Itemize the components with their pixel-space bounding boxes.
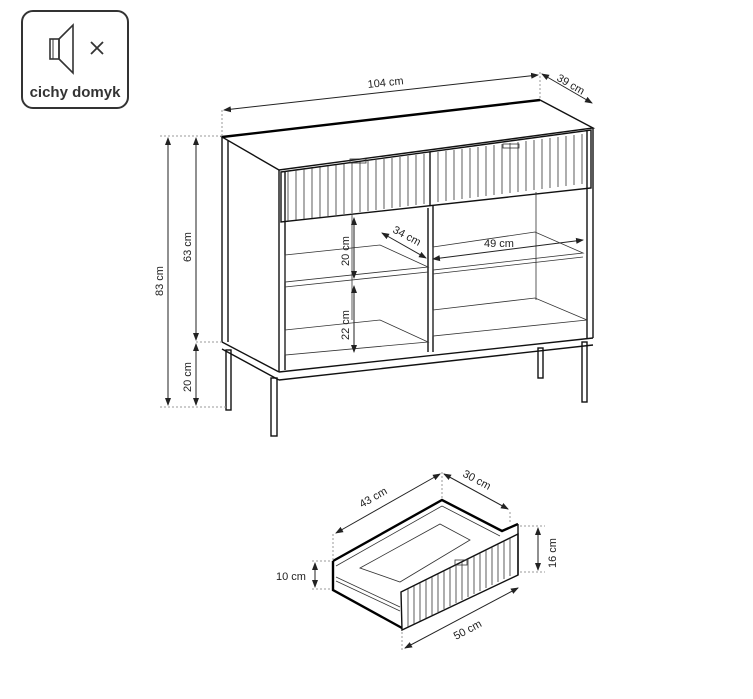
sideboard-dimensions	[160, 72, 593, 408]
depth-label: 39 cm	[555, 72, 587, 97]
drawer-dimensions	[312, 472, 545, 652]
lower-compartment-label: 22 cm	[340, 310, 352, 340]
shelf-width-label: 49 cm	[484, 238, 514, 250]
drawer-fluting	[287, 134, 583, 221]
brand-name: cichy domyk	[29, 84, 121, 101]
drawer-inner-width-label: 30 cm	[461, 468, 493, 493]
width-label: 104 cm	[367, 75, 404, 91]
drawer-depth-label: 43 cm	[358, 485, 390, 510]
drawer-front-width-label: 50 cm	[452, 618, 484, 643]
drawer-labels: 43 cm 30 cm 16 cm 10 cm 50 cm	[276, 468, 559, 643]
speaker-muted-icon	[49, 23, 104, 75]
upper-compartment-label: 20 cm	[340, 236, 352, 266]
body-height-label: 63 cm	[182, 232, 194, 262]
brand-logo: cichy domyk	[21, 10, 129, 109]
sideboard-drawing	[219, 98, 596, 437]
drawer-front-height-label: 16 cm	[547, 538, 559, 568]
drawer-side-height-label: 10 cm	[276, 571, 306, 583]
sideboard-labels: 104 cm 39 cm 83 cm 63 cm 20 cm 20 cm 22 …	[154, 72, 586, 392]
drawer-drawing	[331, 498, 519, 632]
leg-height-label: 20 cm	[182, 362, 194, 392]
total-height-label: 83 cm	[154, 266, 166, 296]
shelf-depth-label: 34 cm	[391, 224, 423, 249]
